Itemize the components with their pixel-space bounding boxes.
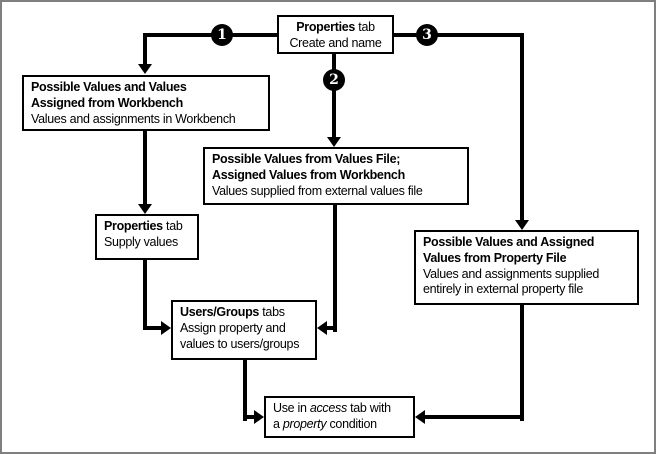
connector-valuesfile-to-usersgroups-vertical [333, 205, 337, 332]
node-users-groups-body: Assign property and values to users/grou… [180, 320, 300, 351]
connector-propertyfile-to-access-vertical [520, 305, 524, 421]
node-properties-create-title-rest: tab [355, 20, 375, 34]
arrowhead-into-supply-box [138, 204, 152, 214]
path-3-badge-label: 3 [422, 27, 432, 43]
node-access-condition-line2: a property condition [273, 417, 406, 433]
node-users-groups-title-rest: tabs [259, 305, 285, 319]
connector-usersgroups-to-access-horizontal [243, 415, 254, 419]
node-values-file: Possible Values from Values File; Assign… [203, 147, 469, 205]
path-1-badge: 1 [211, 24, 233, 46]
access-line2-text-2: condition [326, 416, 377, 431]
node-properties-create-title: Properties tab [286, 20, 385, 36]
node-values-file-title: Possible Values from Values File; Assign… [212, 152, 405, 182]
node-users-groups: Users/Groups tabs Assign property and va… [171, 300, 317, 360]
connector-usersgroups-to-access-vertical [243, 360, 247, 421]
path-2-badge: 2 [323, 69, 345, 91]
connector-1-vertical [143, 33, 147, 64]
access-line1-text: Use in [273, 401, 310, 415]
arrowhead-into-usersgroups-left [161, 321, 171, 335]
node-workbench-values: Possible Values and Values Assigned from… [22, 75, 270, 131]
node-properties-create-body: Create and name [289, 35, 382, 50]
node-users-groups-title-bold: Users/Groups [180, 305, 260, 319]
connector-3-horizontal [392, 33, 522, 37]
node-properties-supply: Properties tab Supply values [95, 214, 199, 260]
node-property-file-body: Values and assignments supplied entirely… [423, 266, 600, 297]
connector-supply-to-usersgroups-horizontal [143, 326, 161, 330]
node-property-file-title: Possible Values and Assigned Values from… [423, 235, 595, 265]
node-property-file: Possible Values and Assigned Values from… [414, 230, 639, 305]
connector-workbench-to-supply [143, 131, 147, 204]
node-properties-create-title-bold: Properties [296, 20, 356, 34]
access-line1-text-2: tab with [346, 401, 391, 415]
path-3-badge: 3 [416, 24, 438, 46]
arrowhead-into-access-right [415, 410, 425, 424]
connector-2-vertical [332, 54, 336, 137]
node-values-file-body: Values supplied from external values fil… [212, 183, 423, 198]
node-access-condition: Use in access tab with a property condit… [264, 396, 415, 438]
connector-supply-to-usersgroups-vertical [143, 260, 147, 330]
access-line1-italic: access [309, 401, 347, 415]
path-2-badge-label: 2 [329, 72, 339, 88]
path-1-badge-label: 1 [217, 27, 227, 43]
node-properties-supply-title-bold: Properties [104, 219, 163, 233]
node-properties-create: Properties tab Create and name [277, 15, 394, 54]
connector-3-vertical [520, 33, 524, 220]
node-properties-supply-title: Properties tab [104, 219, 190, 235]
connector-propertyfile-to-access-horizontal [425, 415, 524, 419]
arrowhead-into-values-file-box [327, 137, 341, 147]
node-properties-supply-body: Supply values [104, 234, 178, 249]
node-workbench-values-title: Possible Values and Values Assigned from… [31, 80, 187, 110]
arrowhead-into-property-file-box [515, 220, 529, 230]
node-workbench-values-body: Values and assignments in Workbench [31, 111, 236, 126]
node-access-condition-line1: Use in access tab with [273, 401, 406, 417]
node-properties-supply-title-rest: tab [162, 219, 183, 233]
arrowhead-into-access-left [254, 410, 264, 424]
connector-valuesfile-to-usersgroups-horizontal [327, 326, 337, 330]
arrowhead-into-usersgroups-right [317, 321, 327, 335]
access-line2-italic: property [282, 416, 327, 431]
arrowhead-into-workbench-box [138, 64, 152, 74]
access-line2-text: a [273, 416, 283, 431]
node-users-groups-title: Users/Groups tabs [180, 305, 308, 321]
